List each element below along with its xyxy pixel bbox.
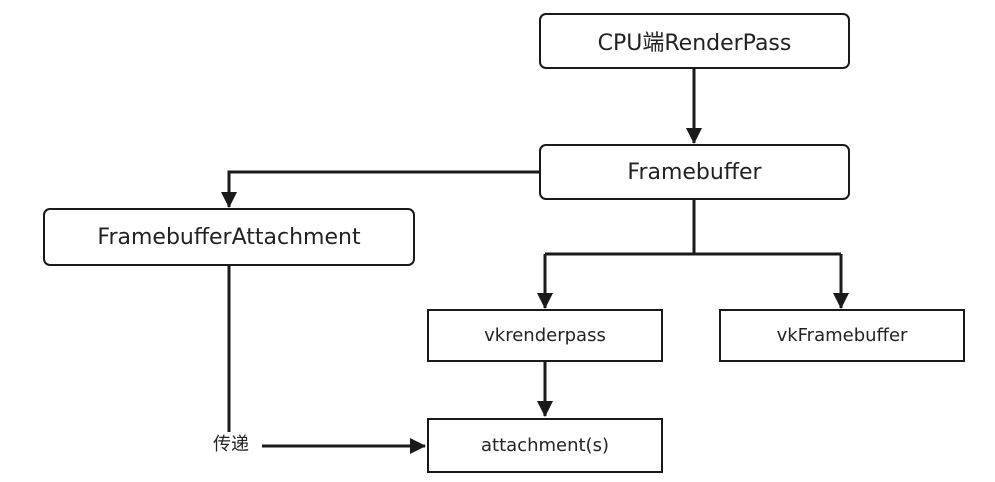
node-vkframebuffer[interactable]: vkFramebuffer <box>719 309 965 362</box>
node-attachments[interactable]: attachment(s) <box>427 418 663 473</box>
edge-label-pass: 传递 <box>213 434 249 455</box>
node-framebuffer[interactable]: Framebuffer <box>539 144 850 200</box>
node-framebuffer-attachment[interactable]: FramebufferAttachment <box>43 208 415 266</box>
node-framebuffer-attachment-label: FramebufferAttachment <box>97 224 361 250</box>
node-cpu-renderpass-label: CPU端RenderPass <box>597 31 792 56</box>
node-vkframebuffer-label: vkFramebuffer <box>776 325 908 346</box>
node-framebuffer-label: Framebuffer <box>627 159 762 185</box>
node-vkrenderpass[interactable]: vkrenderpass <box>427 309 663 362</box>
node-cpu-renderpass[interactable]: CPU端RenderPass <box>539 13 850 69</box>
node-attachments-label: attachment(s) <box>481 435 609 456</box>
node-vkrenderpass-label: vkrenderpass <box>484 325 606 346</box>
edge-framebuffer-to-attachment <box>221 170 539 208</box>
